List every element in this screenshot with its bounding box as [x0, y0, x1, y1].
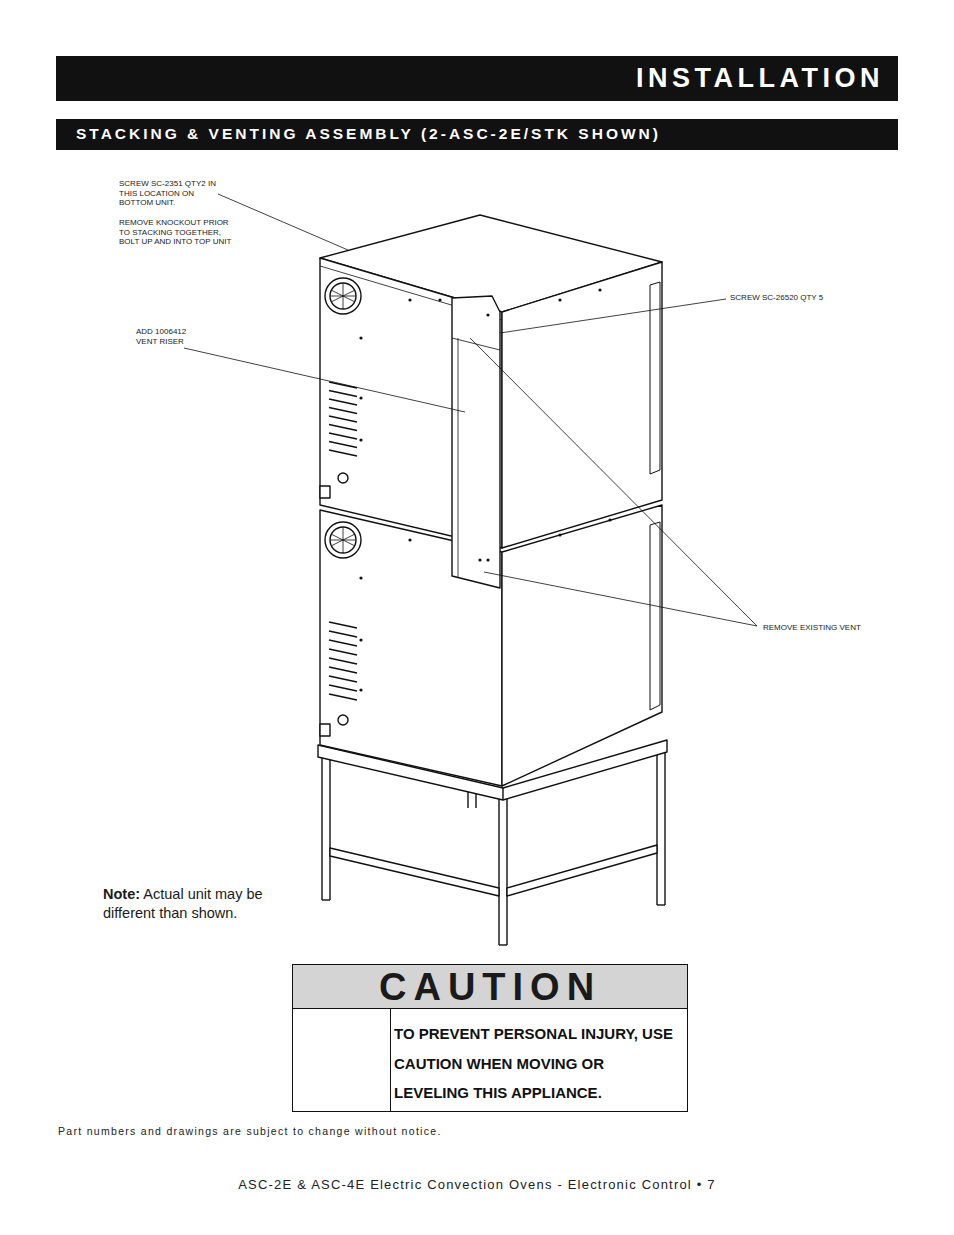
note: Note: Actual unit may be different than … — [103, 885, 293, 923]
caution-message: TO PREVENT PERSONAL INJURY, USE CAUTION … — [390, 1009, 678, 1112]
part-callout: ADD 1006412 VENT RISER — [136, 327, 198, 346]
part-callout: SCREW SC-26520 QTY 5 — [730, 293, 823, 303]
page-footer: ASC-2E & ASC-4E Electric Convection Oven… — [0, 1177, 954, 1192]
note-label: Note: — [103, 886, 140, 902]
section-band: STACKING & VENTING ASSEMBLY (2-ASC-2E/ST… — [56, 119, 898, 150]
caution-heading: CAUTION — [293, 965, 687, 1009]
caution-box: CAUTIONTO PREVENT PERSONAL INJURY, USE C… — [292, 964, 688, 1112]
space — [140, 886, 143, 902]
page-title: INSTALLATION — [636, 63, 884, 94]
disclaimer: Part numbers and drawings are subject to… — [58, 1125, 442, 1137]
header-band: INSTALLATION — [56, 56, 898, 101]
section-heading: STACKING & VENTING ASSEMBLY (2-ASC-2E/ST… — [56, 119, 898, 149]
callout-note: REMOVE KNOCKOUT PRIOR TO STACKING TOGETH… — [119, 218, 237, 247]
callout-note: SCREW SC-2351 QTY2 IN THIS LOCATION ON B… — [119, 179, 219, 208]
callout-note: REMOVE EXISTING VENT — [763, 623, 861, 633]
